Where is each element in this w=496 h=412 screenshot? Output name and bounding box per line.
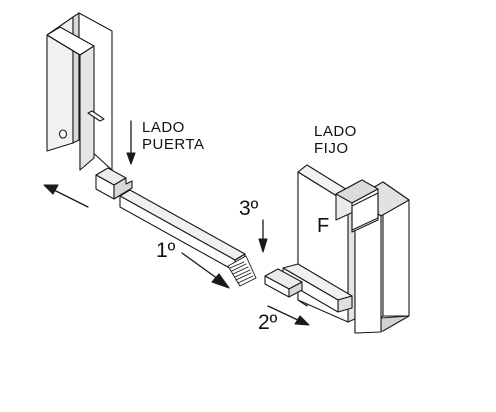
arrow-step-3 xyxy=(258,219,268,253)
slot-hole-icon xyxy=(87,110,105,122)
fixed-bracket xyxy=(335,179,379,233)
fixed-side-label-line2: FIJO xyxy=(314,140,349,157)
step-1-label: 1º xyxy=(156,239,176,262)
door-side-label-line2: PUERTA xyxy=(142,136,205,153)
fixed-bolt xyxy=(264,268,303,298)
door-side-channel xyxy=(46,12,113,171)
step-2-label: 2º xyxy=(258,311,278,334)
door-bolt-bar xyxy=(119,189,246,272)
step-3-label: 3º xyxy=(239,197,259,220)
fixed-side-label: LADO FIJO xyxy=(314,123,357,157)
panel-mark-label: F xyxy=(317,215,330,237)
arrow-step-1 xyxy=(181,252,230,289)
door-clip xyxy=(95,167,133,200)
screw-hole-icon xyxy=(58,129,68,139)
door-side-label: LADO PUERTA xyxy=(142,119,204,153)
arrow-door-side-down xyxy=(126,120,136,165)
fixed-side-label-line1: LADO xyxy=(314,123,357,140)
bolt-bristle-end xyxy=(227,255,257,287)
door-side-label-line1: LADO xyxy=(142,119,185,136)
arrow-channel-out xyxy=(43,184,89,208)
arrow-step-2 xyxy=(267,305,310,326)
